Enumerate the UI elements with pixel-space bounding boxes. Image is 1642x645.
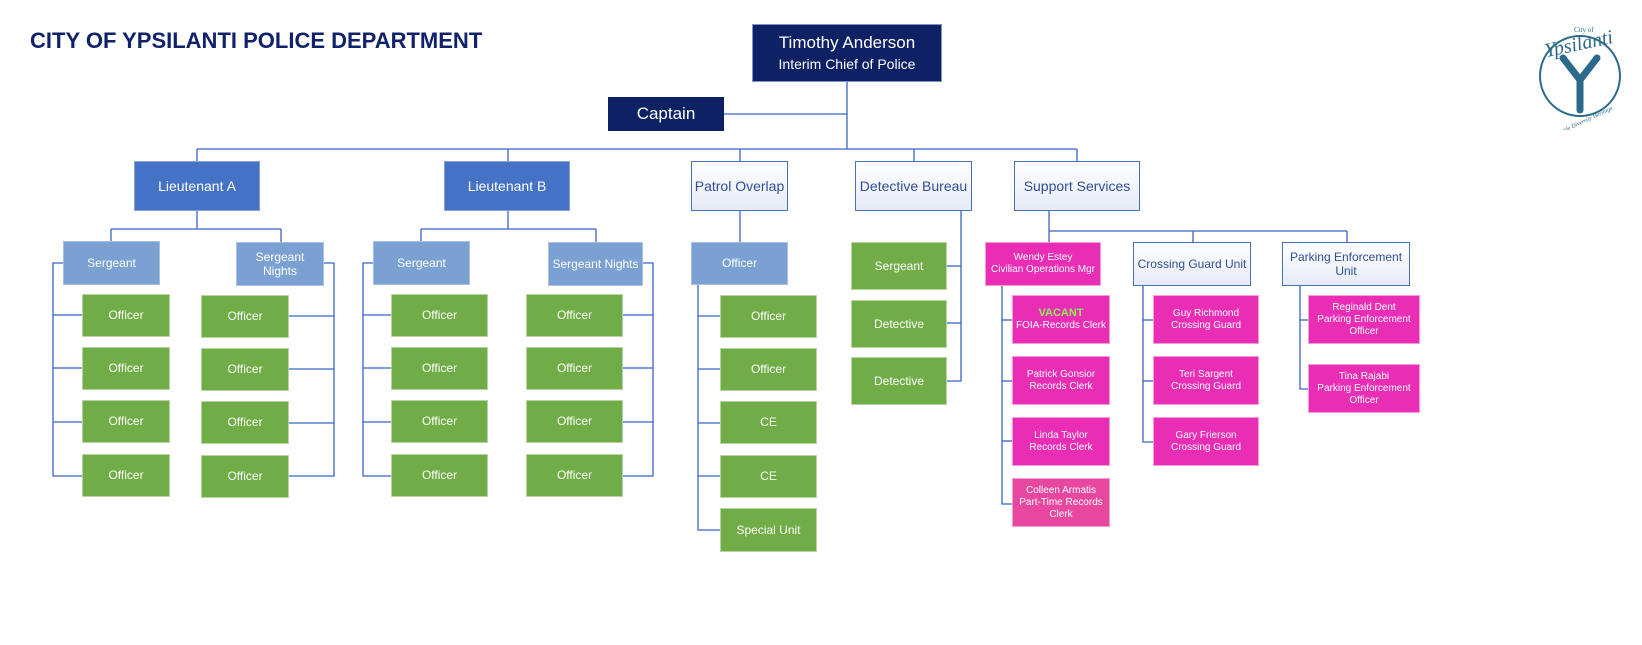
patrol-overlap-member: Officer [720, 295, 817, 338]
logo-motto: Pride Diversity Heritage [1556, 106, 1614, 130]
records-clerk-name: Colleen Armatis [1025, 484, 1097, 496]
civilian-operations-name: Wendy Estey [1013, 252, 1073, 263]
lieutenant-a-night-officer: Officer [201, 455, 289, 498]
parking-officer-name: Tina Rajabi [1338, 370, 1390, 382]
civilian-operations-box: Wendy Estey Civilian Operations Mgr [985, 242, 1101, 286]
lieutenant-b-night-officer: Officer [526, 347, 623, 390]
lieutenant-b-night-officer: Officer [526, 294, 623, 337]
crossing-guard-box: Teri Sargent Crossing Guard [1153, 356, 1259, 405]
records-clerk-role: Records Clerk [1029, 441, 1093, 453]
detective-bureau-member: Detective [851, 357, 947, 405]
records-clerk-name: Linda Taylor [1034, 429, 1088, 441]
crossing-guard-role: Crossing Guard [1170, 319, 1242, 331]
captain-box: Captain [608, 97, 724, 131]
crossing-guard-box: Gary Frierson Crossing Guard [1153, 417, 1259, 466]
parking-officer-role: Parking Enforcement Officer [1317, 313, 1411, 337]
lieutenant-a-officer: Officer [82, 347, 170, 390]
support-services-box: Support Services [1014, 161, 1140, 211]
lieutenant-b-box: Lieutenant B [444, 161, 570, 211]
chief-role: Interim Chief of Police [778, 55, 916, 72]
patrol-overlap-member: CE [720, 401, 817, 444]
civilian-operations-role: Civilian Operations Mgr [991, 264, 1095, 275]
lieutenant-a-officer: Officer [82, 454, 170, 497]
records-clerk-name: Patrick Gonsior [1026, 368, 1096, 380]
lieutenant-b-officer: Officer [391, 454, 488, 497]
lieutenant-a-officer: Officer [82, 294, 170, 337]
patrol-overlap-member: Officer [720, 348, 817, 391]
chief-box: Timothy Anderson Interim Chief of Police [752, 24, 942, 82]
detective-bureau-box: Detective Bureau [855, 161, 972, 211]
lieutenant-a-officer: Officer [82, 400, 170, 443]
lieutenant-b-sergeant: Sergeant [373, 241, 470, 285]
records-clerk-box: Patrick Gonsior Records Clerk [1012, 356, 1110, 405]
lieutenant-a-night-officer: Officer [201, 295, 289, 338]
lieutenant-b-officer: Officer [391, 294, 488, 337]
crossing-guard-box: Guy Richmond Crossing Guard [1153, 295, 1259, 344]
records-clerk-box: Linda Taylor Records Clerk [1012, 417, 1110, 466]
parking-officer-role: Parking Enforcement Officer [1317, 382, 1411, 406]
lieutenant-b-sergeant-nights: Sergeant Nights [548, 242, 643, 286]
parking-officer-box: Tina Rajabi Parking Enforcement Officer [1308, 364, 1420, 413]
logo-text-top: City of [1574, 26, 1594, 34]
patrol-overlap-member: Special Unit [720, 508, 817, 552]
parking-enforcement-unit-box: Parking Enforcement Unit [1282, 242, 1410, 286]
crossing-guard-role: Crossing Guard [1170, 441, 1242, 453]
lieutenant-a-sergeant: Sergeant [63, 241, 160, 285]
parking-officer-box: Reginald Dent Parking Enforcement Office… [1308, 295, 1420, 344]
patrol-overlap-box: Patrol Overlap [691, 161, 788, 211]
lieutenant-b-officer: Officer [391, 400, 488, 443]
crossing-guard-name: Teri Sargent [1179, 368, 1233, 380]
crossing-guard-role: Crossing Guard [1170, 380, 1242, 392]
chief-name: Timothy Anderson [778, 33, 916, 53]
crossing-guard-name: Guy Richmond [1172, 307, 1240, 319]
records-clerk-role: Part-Time Records Clerk [1019, 496, 1103, 520]
records-clerk-role: Records Clerk [1029, 380, 1093, 392]
page-title: CITY OF YPSILANTI POLICE DEPARTMENT [30, 28, 483, 53]
records-clerk-name: VACANT [1038, 306, 1084, 319]
lieutenant-a-box: Lieutenant A [134, 161, 260, 211]
lieutenant-a-night-officer: Officer [201, 401, 289, 444]
patrol-overlap-officer-lead: Officer [691, 242, 788, 285]
records-clerk-box: VACANT FOIA-Records Clerk [1012, 295, 1110, 344]
records-clerk-box: Colleen Armatis Part-Time Records Clerk [1012, 478, 1110, 527]
detective-bureau-member: Sergeant [851, 242, 947, 290]
lieutenant-b-night-officer: Officer [526, 454, 623, 497]
lieutenant-b-night-officer: Officer [526, 400, 623, 443]
lieutenant-b-officer: Officer [391, 347, 488, 390]
detective-bureau-member: Detective [851, 300, 947, 348]
crossing-guard-unit-box: Crossing Guard Unit [1133, 242, 1251, 286]
parking-officer-name: Reginald Dent [1332, 301, 1396, 313]
lieutenant-a-night-officer: Officer [201, 348, 289, 391]
crossing-guard-name: Gary Frierson [1175, 429, 1237, 441]
lieutenant-a-sergeant-nights: Sergeant Nights [236, 242, 324, 286]
patrol-overlap-member: CE [720, 455, 817, 498]
records-clerk-role: FOIA-Records Clerk [1015, 320, 1106, 332]
city-logo: City of Ypsilanti Pride Diversity Herita… [1539, 26, 1621, 130]
